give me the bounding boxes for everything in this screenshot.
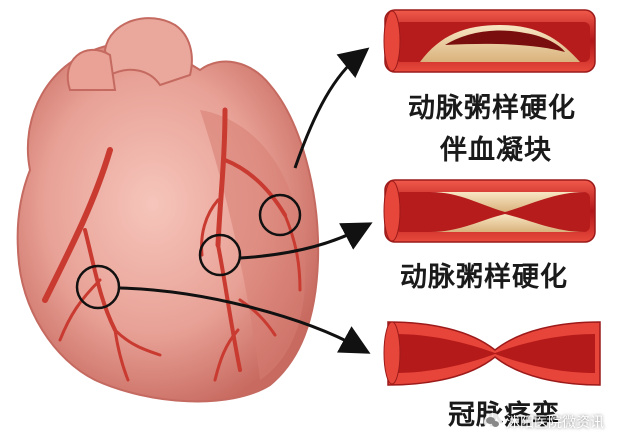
vessel-panel-3 bbox=[383, 321, 601, 386]
vessel-panel-2 bbox=[383, 179, 596, 243]
wechat-icon bbox=[484, 413, 502, 431]
watermark: 沭阳医院微资讯 bbox=[484, 412, 604, 432]
heart-illustration bbox=[16, 17, 320, 403]
watermark-text: 沭阳医院微资讯 bbox=[506, 415, 604, 431]
arrow-1 bbox=[293, 47, 370, 169]
plaque-2-top bbox=[430, 192, 585, 212]
clot-1 bbox=[445, 30, 565, 52]
lesion-circle-2 bbox=[198, 233, 242, 277]
plaque-2-bottom bbox=[430, 214, 585, 232]
arrow-3 bbox=[119, 286, 371, 354]
lesion-circle-1 bbox=[258, 193, 302, 237]
vessel-panel-1 bbox=[383, 9, 596, 73]
lesion-circle-3 bbox=[75, 264, 121, 310]
arrow-2 bbox=[239, 222, 373, 260]
label-atherosclerosis-with-clot-line2: 伴血凝块 bbox=[440, 135, 552, 166]
aorta bbox=[103, 17, 193, 87]
label-coronary-spasm: 冠脉痉挛 bbox=[448, 400, 560, 431]
right-ventricle-shade bbox=[200, 110, 306, 380]
spasm-vessel-inner bbox=[395, 334, 595, 373]
label-atherosclerosis: 动脉粥样硬化 bbox=[400, 262, 568, 293]
arrows bbox=[119, 47, 373, 354]
pulmonary-trunk bbox=[66, 49, 117, 91]
label-atherosclerosis-with-clot-line1: 动脉粥样硬化 bbox=[408, 93, 576, 124]
